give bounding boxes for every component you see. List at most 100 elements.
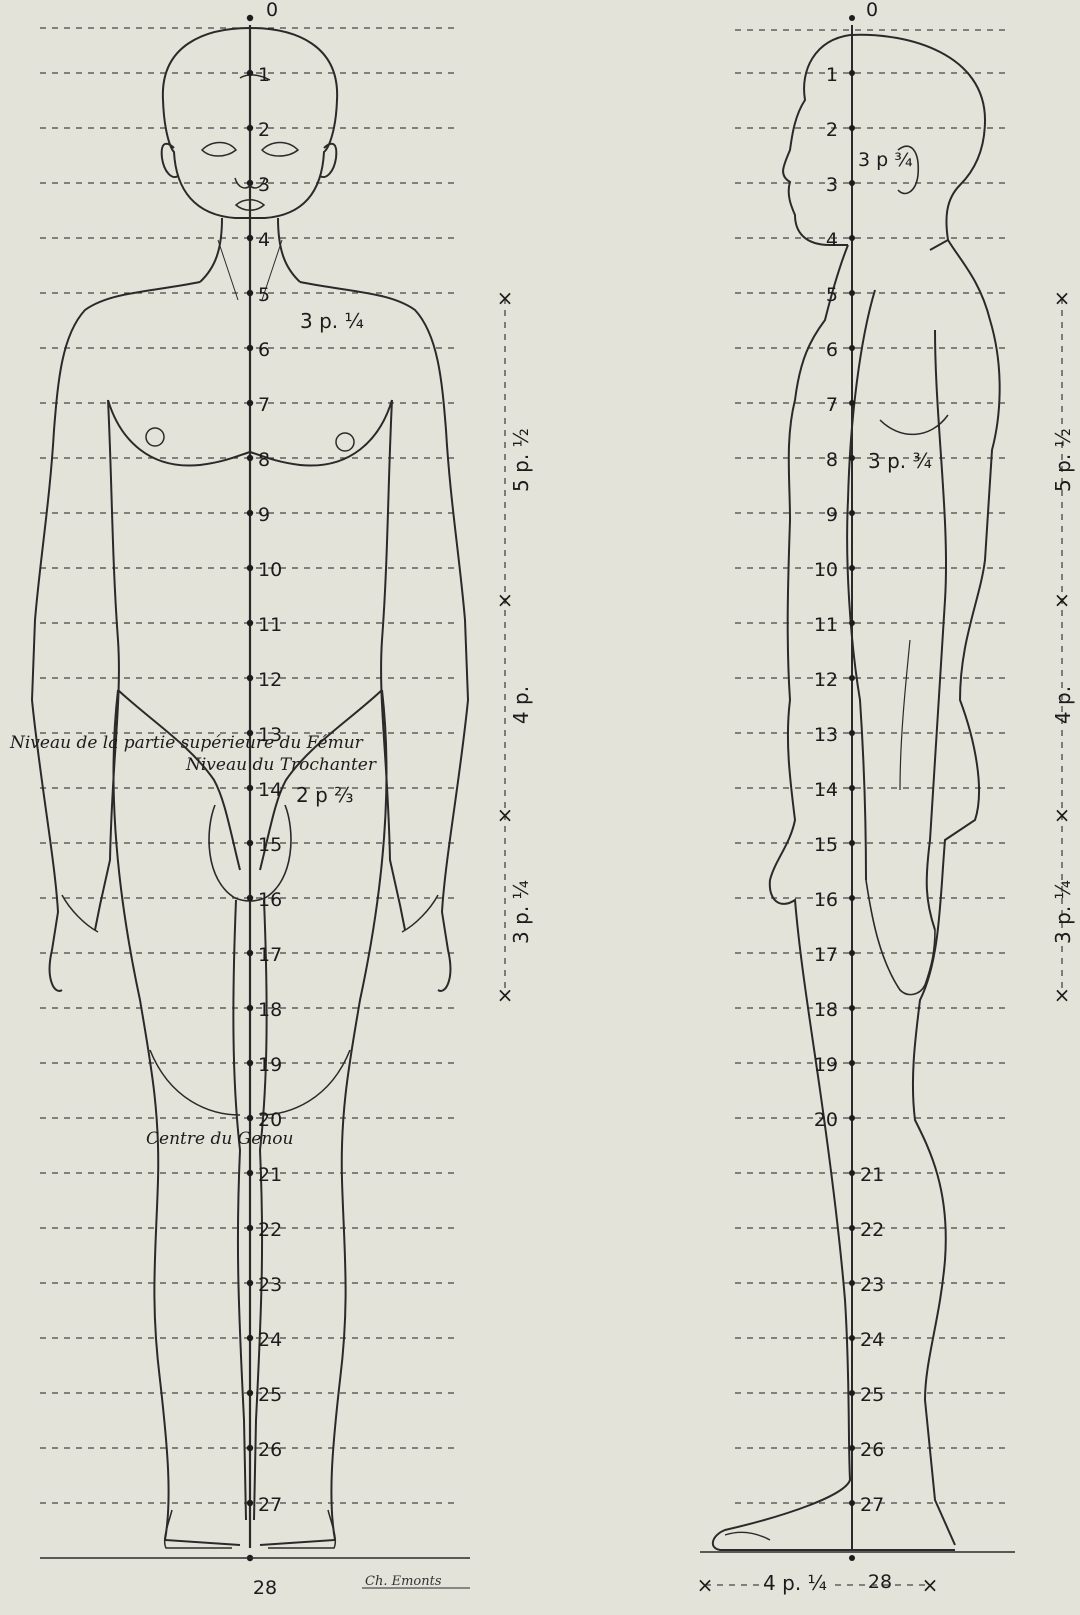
- front-level-number: 14: [258, 779, 282, 801]
- side-level-dot: [849, 1225, 855, 1231]
- front-scale: 5 p. ½ 4 p. 3 p. ¼ × × × ×: [497, 286, 533, 1007]
- side-level-number: 12: [814, 669, 838, 691]
- side-level-dot: [849, 70, 855, 76]
- front-level-number: 6: [258, 339, 270, 361]
- front-level-number: 2: [258, 119, 270, 141]
- front-level-number: 22: [258, 1219, 282, 1241]
- side-level-number: 13: [814, 724, 838, 746]
- svg-text:×: ×: [922, 1573, 939, 1597]
- front-level-number: 5: [258, 284, 270, 306]
- front-level-dot: [247, 785, 253, 791]
- side-level-dot: [849, 1005, 855, 1011]
- front-level-number: 21: [258, 1164, 282, 1186]
- side-level-number: 3: [826, 174, 838, 196]
- side-level-dot: [849, 1445, 855, 1451]
- side-scale-middle: 4 p.: [1051, 686, 1075, 724]
- side-level-dot: [849, 1500, 855, 1506]
- side-level-number: 16: [814, 889, 838, 911]
- front-level-dot: [247, 675, 253, 681]
- front-scale-upper: 5 p. ½: [509, 428, 533, 492]
- front-level-dot: [247, 840, 253, 846]
- front-level-dot: [247, 1225, 253, 1231]
- side-level-number: 27: [860, 1494, 884, 1516]
- front-level-dot: [247, 70, 253, 76]
- side-level-number: 19: [814, 1054, 838, 1076]
- side-level-number: 25: [860, 1384, 884, 1406]
- side-scale-upper: 5 p. ½: [1051, 428, 1075, 492]
- front-level-number: 11: [258, 614, 282, 636]
- side-level-dot: [849, 730, 855, 736]
- front-level-number: 9: [258, 504, 270, 526]
- side-level-dot: [849, 950, 855, 956]
- side-level-number: 2: [826, 119, 838, 141]
- side-level-dot: [849, 1170, 855, 1176]
- side-level-number: 18: [814, 999, 838, 1021]
- svg-text:×: ×: [497, 983, 514, 1007]
- front-femur-level: Niveau de la partie supérieure du Fémur: [9, 733, 364, 753]
- side-level-dot: [849, 455, 855, 461]
- side-level-dot: [849, 785, 855, 791]
- front-level-dot: [247, 180, 253, 186]
- side-level-dot: [849, 15, 855, 21]
- front-level-number: 0: [266, 0, 278, 21]
- front-level-dot: [247, 290, 253, 296]
- svg-text:×: ×: [497, 803, 514, 827]
- signature: Ch. Emonts: [365, 1574, 442, 1589]
- side-scale-lower: 3 p. ¼: [1051, 880, 1075, 944]
- side-level-dot: [849, 1390, 855, 1396]
- side-level-number: 20: [814, 1109, 838, 1131]
- front-level-dot: [247, 1280, 253, 1286]
- front-level-number: 17: [258, 944, 282, 966]
- side-level-number: 8: [826, 449, 838, 471]
- svg-text:×: ×: [1054, 286, 1071, 310]
- side-level-number: 23: [860, 1274, 884, 1296]
- side-level-number: 28: [868, 1571, 892, 1593]
- side-level-dot: [849, 125, 855, 131]
- side-level-dot: [849, 400, 855, 406]
- front-level-dot: [247, 1445, 253, 1451]
- side-scale: 5 p. ½ 4 p. 3 p. ¼ × × × ×: [1051, 286, 1075, 1007]
- side-level-dot: [849, 510, 855, 516]
- side-level-number: 15: [814, 834, 838, 856]
- front-level-number: 16: [258, 889, 282, 911]
- front-level-number: 12: [258, 669, 282, 691]
- side-level-number: 7: [826, 394, 838, 416]
- side-level-dot: [849, 290, 855, 296]
- front-level-number: 28: [253, 1577, 277, 1599]
- front-level-number: 8: [258, 449, 270, 471]
- side-level-number: 21: [860, 1164, 884, 1186]
- side-level-number: 14: [814, 779, 838, 801]
- side-level-number: 9: [826, 504, 838, 526]
- front-level-dot: [247, 510, 253, 516]
- side-level-dot: [849, 235, 855, 241]
- front-level-number: 23: [258, 1274, 282, 1296]
- side-level-dot: [849, 1555, 855, 1561]
- front-level-number: 27: [258, 1494, 282, 1516]
- front-level-number: 4: [258, 229, 270, 251]
- side-level-number: 26: [860, 1439, 884, 1461]
- side-level-dot: [849, 1280, 855, 1286]
- side-figure: [713, 35, 1000, 1550]
- front-chest-width: 3 p. ¼: [300, 309, 364, 333]
- side-level-number: 4: [826, 229, 838, 251]
- front-trochanter-level: Niveau du Trochanter: [185, 755, 377, 775]
- front-level-dot: [247, 1335, 253, 1341]
- side-level-dot: [849, 840, 855, 846]
- side-level-dot: [849, 565, 855, 571]
- svg-text:×: ×: [497, 588, 514, 612]
- front-level-dot: [247, 1060, 253, 1066]
- svg-text:×: ×: [1054, 983, 1071, 1007]
- side-level-dot: [849, 1335, 855, 1341]
- front-level-number: 10: [258, 559, 282, 581]
- side-level-dot: [849, 345, 855, 351]
- front-knee-centre: Centre du Genou: [146, 1129, 293, 1149]
- svg-text:×: ×: [497, 286, 514, 310]
- side-level-number: 22: [860, 1219, 884, 1241]
- front-level-number: 15: [258, 834, 282, 856]
- front-level-dot: [247, 1390, 253, 1396]
- front-level-dot: [247, 455, 253, 461]
- front-level-number: 25: [258, 1384, 282, 1406]
- side-level-dot: [849, 180, 855, 186]
- front-level-number: 26: [258, 1439, 282, 1461]
